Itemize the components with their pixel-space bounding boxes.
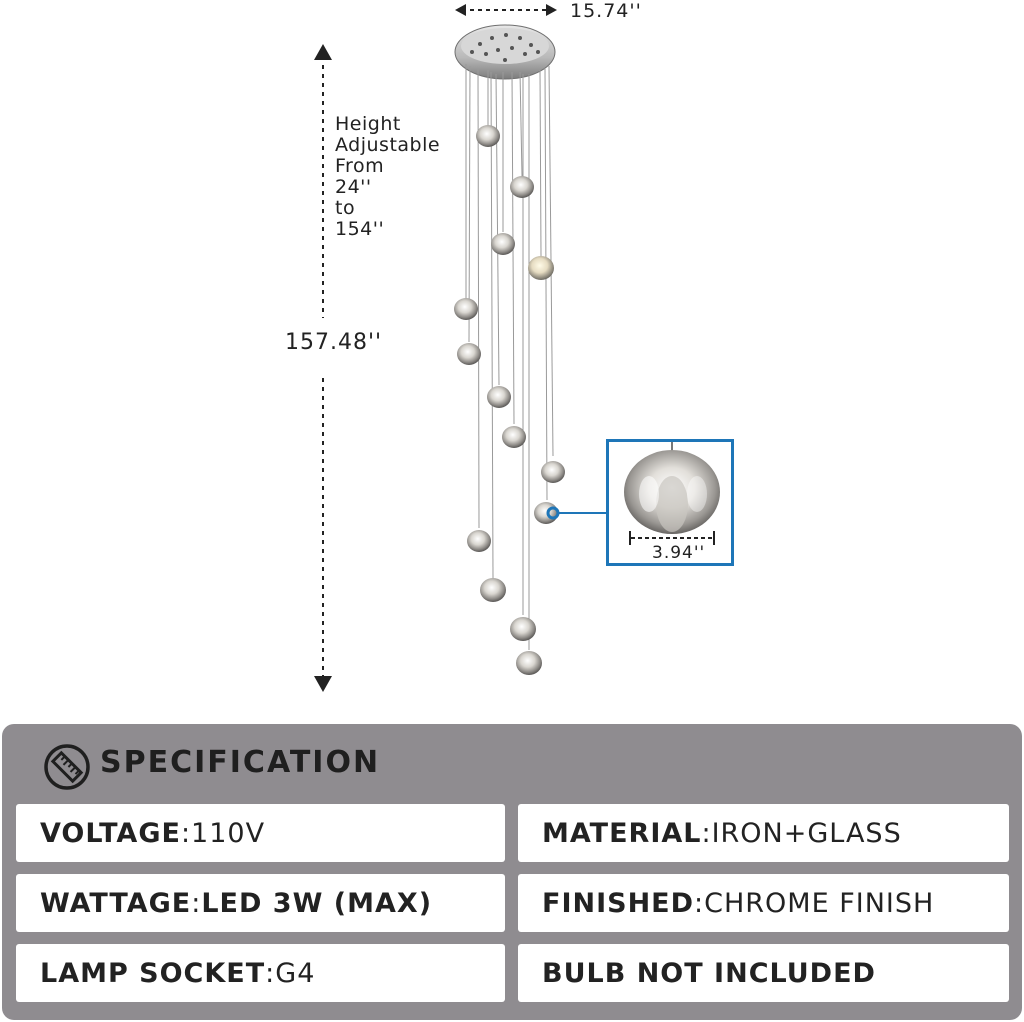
height-adjustable-note: Height Adjustable From 24'' to 154'' bbox=[335, 114, 440, 240]
ruler-icon bbox=[43, 743, 91, 791]
spec-bulb-note: BULB NOT INCLUDED bbox=[518, 944, 1009, 1002]
globe-closeup bbox=[624, 442, 720, 545]
spec-value: G4 bbox=[275, 957, 316, 989]
height-note-line: From bbox=[335, 155, 385, 177]
chandelier-illustration bbox=[314, 4, 606, 692]
height-note-line: 24'' bbox=[335, 176, 372, 198]
globe-detail-inset bbox=[606, 439, 734, 566]
spec-key: FINISHED bbox=[542, 887, 695, 919]
ceiling-canopy bbox=[454, 24, 556, 80]
spec-value: CHROME FINISH bbox=[704, 887, 935, 919]
specification-title: SPECIFICATION bbox=[100, 745, 381, 780]
spec-material: MATERIAL:IRON+GLASS bbox=[518, 804, 1009, 862]
spec-finished: FINISHED:CHROME FINISH bbox=[518, 874, 1009, 932]
spec-separator: : bbox=[191, 887, 202, 919]
spec-key: WATTAGE bbox=[40, 887, 192, 919]
width-dimension-arrow bbox=[455, 4, 557, 16]
suspension-wires bbox=[465, 64, 554, 650]
spec-key: VOLTAGE bbox=[40, 817, 181, 849]
width-label: 15.74'' bbox=[570, 0, 642, 22]
spec-lamp-socket: LAMP SOCKET:G4 bbox=[16, 944, 505, 1002]
product-drawing: 15.74'' Height Adjustable From 24'' to 1… bbox=[285, 0, 734, 692]
spec-separator: : bbox=[265, 957, 276, 989]
spec-key: BULB NOT INCLUDED bbox=[542, 957, 876, 989]
spec-key: LAMP SOCKET bbox=[40, 957, 266, 989]
spec-voltage: VOLTAGE:110V bbox=[16, 804, 505, 862]
spec-value: IRON+GLASS bbox=[711, 817, 902, 849]
spec-value: LED 3W (MAX) bbox=[201, 887, 433, 919]
globe-diameter-label: 3.94'' bbox=[652, 543, 706, 563]
height-note-line: Adjustable bbox=[335, 134, 441, 156]
spec-wattage: WATTAGE:LED 3W (MAX) bbox=[16, 874, 505, 932]
total-height-label: 157.48'' bbox=[285, 330, 383, 355]
spec-separator: : bbox=[701, 817, 712, 849]
detail-callout bbox=[546, 506, 606, 520]
spec-value: 110V bbox=[191, 817, 266, 849]
spec-separator: : bbox=[694, 887, 705, 919]
spec-key: MATERIAL bbox=[542, 817, 702, 849]
height-dimension-arrow bbox=[314, 44, 332, 692]
height-note-line: Height bbox=[335, 113, 401, 135]
height-note-line: 154'' bbox=[335, 218, 385, 240]
height-note-line: to bbox=[335, 197, 356, 219]
spec-separator: : bbox=[180, 817, 192, 849]
crystal-globes bbox=[454, 125, 565, 675]
